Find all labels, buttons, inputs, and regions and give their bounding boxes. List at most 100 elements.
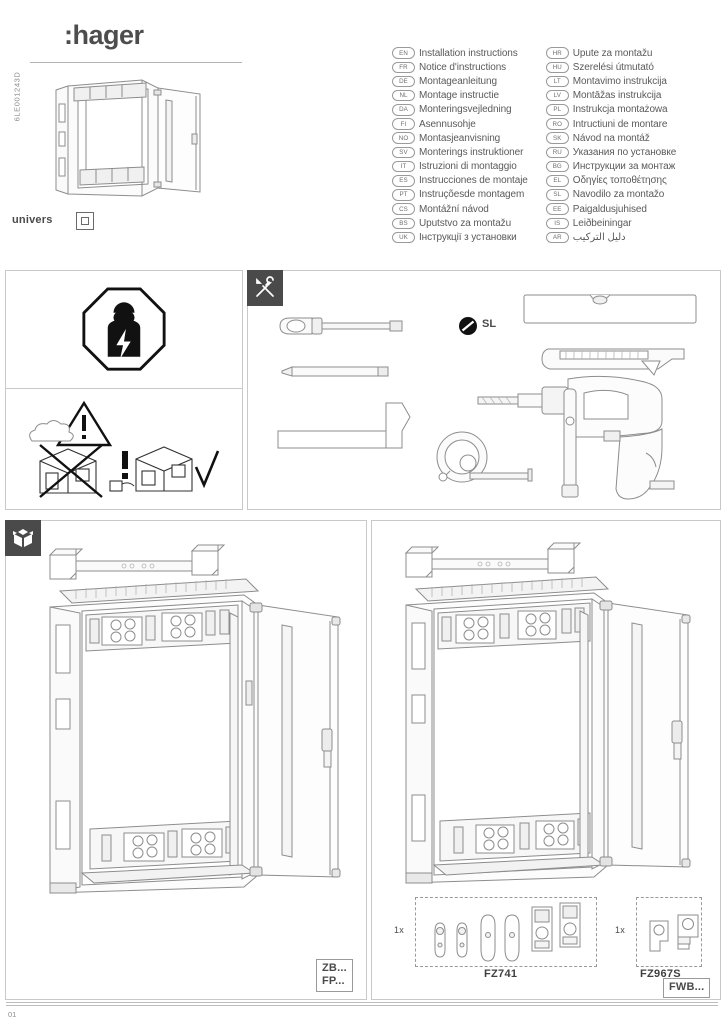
double-insulation-square-icon <box>76 212 94 230</box>
hammer-illustration <box>277 402 411 449</box>
open-box-icon <box>5 520 41 556</box>
language-text: Montážní návod <box>419 203 489 215</box>
language-code: LT <box>545 75 569 88</box>
language-text: Leiðbeiningar <box>572 217 632 229</box>
language-text: Οδηγίες τοποθέτησης <box>572 175 667 187</box>
slotted-screw-head-icon <box>458 316 478 336</box>
language-text: Monterings instruktioner <box>419 146 524 158</box>
screwdriver-type-label: SL <box>482 318 497 330</box>
enclosure-illustration <box>49 578 341 894</box>
kit-fz741-parts-illustration <box>434 902 581 962</box>
language-row: EN Installation instructions <box>392 46 528 60</box>
kit-fz741-quantity: 1x <box>394 925 404 935</box>
reference-zb: ZB... <box>322 962 347 974</box>
reference-fp: FP... <box>322 975 345 987</box>
language-text: Notice d'instructions <box>419 61 507 73</box>
kit-fz967s-quantity: 1x <box>615 925 625 935</box>
tools-screwdriver-wrench-icon <box>247 270 283 306</box>
language-text: Uputstvo za montažu <box>419 217 512 229</box>
language-text: Upute za montažu <box>572 47 653 59</box>
panel-divider <box>6 388 242 389</box>
language-code: PL <box>545 104 569 116</box>
language-code: EL <box>545 175 569 187</box>
language-text: Instrucciones de montaje <box>419 175 528 187</box>
language-row: UK Інструкції з установки <box>392 230 528 244</box>
language-text: Paigaldusjuhised <box>572 203 647 215</box>
language-code: EN <box>392 47 415 59</box>
document-code: 6LE001243D <box>12 71 22 122</box>
language-text: دليل التركيب <box>572 232 626 244</box>
language-code: UK <box>392 231 415 244</box>
language-text: Monteringsvejledning <box>419 104 512 116</box>
header-divider <box>30 62 242 63</box>
language-text: Інструкції з установки <box>419 232 517 244</box>
package-contents-panel-left: ZB... FP... <box>5 520 367 1000</box>
language-code: EE <box>545 203 569 215</box>
reference-fwb: FWB... <box>669 981 705 993</box>
language-row: ES Instrucciones de montaje <box>392 174 528 188</box>
language-text: Instrukcja montażowa <box>572 104 668 116</box>
mounting-rail-illustration <box>404 542 582 578</box>
power-drill-illustration <box>477 375 675 500</box>
footer-divider-bottom <box>6 1005 718 1006</box>
language-text: Istruzioni di montaggio <box>419 161 517 173</box>
language-code: LV <box>545 89 569 102</box>
language-code: HU <box>545 61 569 74</box>
language-text: Intructiuni de montare <box>572 118 668 130</box>
language-code: ES <box>392 175 415 187</box>
language-code: SV <box>392 146 415 159</box>
language-code: PT <box>392 189 415 201</box>
language-code: FI <box>392 118 415 130</box>
kit-fz741-dashed-box <box>415 897 597 967</box>
language-code: RO <box>545 118 569 130</box>
reference-box-zb-fp: ZB... FP... <box>316 959 353 992</box>
language-text: Návod na montáž <box>572 132 650 144</box>
mounting-rail-illustration <box>48 544 226 580</box>
footer-divider-top <box>6 1002 718 1003</box>
language-text: Montāžas instrukcija <box>572 90 662 102</box>
language-text: Instruçõesde montagem <box>419 189 525 201</box>
enclosure-illustration <box>405 576 691 884</box>
language-row: DA Monteringsvejledning <box>392 103 528 117</box>
language-row: IT Istruzioni di montaggio <box>392 160 528 174</box>
language-text: Указания по установке <box>572 146 677 158</box>
language-code: DE <box>392 75 415 88</box>
language-text: Asennusohje <box>419 118 476 130</box>
spirit-level-illustration <box>523 294 697 324</box>
language-code: DA <box>392 104 415 116</box>
no-outdoor-indoor-only-warning-icon <box>6 389 242 508</box>
kit-fz741-label: FZ741 <box>484 968 518 980</box>
package-contents-panel-right: 1x FZ741 1x FZ967S <box>371 520 721 1000</box>
language-code: AR <box>545 231 569 244</box>
language-code: SK <box>545 132 569 144</box>
kit-fz967s-parts-illustration <box>649 914 699 952</box>
kit-fz967s-dashed-box <box>636 897 702 967</box>
language-text: Montasjeanvisning <box>419 132 501 144</box>
language-text: Installation instructions <box>419 47 518 59</box>
language-code: IS <box>545 217 569 230</box>
language-row: PT Instruçõesde montagem <box>392 188 528 202</box>
language-code: IT <box>392 160 415 173</box>
language-row: FI Asennusohje <box>392 117 528 131</box>
language-text: Szerelési útmutató <box>572 61 654 73</box>
language-code: NO <box>392 132 415 144</box>
